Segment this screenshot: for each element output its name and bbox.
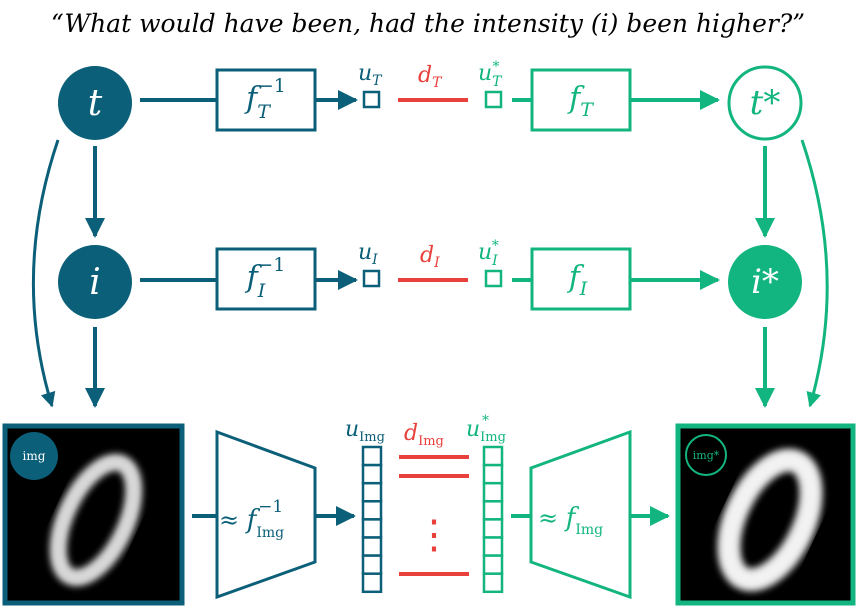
label-f-Img: ≈ fImg bbox=[538, 503, 603, 538]
node-t-label: t bbox=[88, 83, 103, 124]
distance-d-Img-label: dImg bbox=[404, 421, 444, 449]
label-f-I-inv: fI−1 bbox=[245, 254, 286, 302]
noise-u-Img-star-vector bbox=[482, 445, 504, 594]
edge-tstar-to-imgstar-curve bbox=[800, 139, 829, 408]
u-img-cell bbox=[361, 518, 383, 539]
u-img-star-cell bbox=[482, 481, 504, 503]
decoder-trapezoid bbox=[529, 429, 632, 600]
noise-u-T-label: uT bbox=[358, 61, 383, 89]
u-img-cell bbox=[361, 572, 383, 594]
edge-t-to-img-curve bbox=[31, 139, 60, 408]
u-img-cell bbox=[361, 481, 383, 503]
noise-u-T-star-box bbox=[484, 90, 503, 109]
img-star-badge bbox=[685, 434, 727, 476]
node-t-star-label: t* bbox=[750, 83, 781, 123]
digit-zero-image-counterfactual bbox=[716, 448, 824, 592]
row-t: t fT−1 uT dT uT* fT t* bbox=[58, 59, 803, 141]
row-i: i fI−1 uI dI uI* fI i* bbox=[58, 238, 802, 319]
node-i bbox=[58, 245, 132, 319]
image-row: img ≈ fImg−1 uImg dImg ⋮ uImg* ≈ fImg bbox=[2, 413, 856, 606]
u-img-star-cell bbox=[482, 572, 504, 594]
u-img-star-cell bbox=[482, 500, 504, 521]
box-f-I-inv bbox=[215, 247, 317, 311]
u-img-star-cell bbox=[482, 554, 504, 575]
node-t-star bbox=[727, 65, 803, 141]
u-img-cell bbox=[361, 445, 383, 467]
node-i-star-label: i* bbox=[751, 262, 779, 302]
u-img-star-cell bbox=[482, 463, 504, 485]
img-star-badge-label: img* bbox=[693, 449, 720, 462]
u-img-star-cell bbox=[482, 518, 504, 539]
diagram-title: “What would have been, had the intensity… bbox=[51, 9, 805, 38]
noise-u-Img-vector bbox=[361, 445, 383, 594]
u-img-cell bbox=[361, 554, 383, 575]
node-i-label: i bbox=[89, 262, 101, 303]
u-img-cell bbox=[361, 536, 383, 557]
label-f-Img-inv: ≈ fImg−1 bbox=[219, 497, 284, 541]
img-badge bbox=[10, 432, 58, 480]
distance-d-T-label: dT bbox=[418, 63, 443, 91]
img-badge-label: img bbox=[23, 449, 46, 463]
noise-u-Img-label: uImg bbox=[345, 417, 385, 445]
noise-u-I-box bbox=[362, 269, 381, 288]
u-img-cell bbox=[361, 500, 383, 521]
encoder-trapezoid bbox=[215, 429, 317, 600]
noise-u-T-box bbox=[362, 90, 381, 109]
noise-u-I-star-box bbox=[484, 269, 503, 288]
node-i-star bbox=[728, 245, 802, 319]
noise-u-I-label: uI bbox=[358, 240, 378, 268]
box-f-I bbox=[530, 247, 632, 311]
u-img-cell bbox=[361, 463, 383, 485]
u-img-star-cell bbox=[482, 536, 504, 557]
distance-ellipsis: ⋮ bbox=[414, 512, 454, 558]
label-f-T-inv: fT−1 bbox=[244, 75, 286, 123]
noise-u-I-star-label: uI* bbox=[478, 238, 499, 269]
node-t bbox=[58, 66, 132, 140]
noise-u-Img-star-label: uImg* bbox=[466, 413, 506, 445]
u-img-star-cell bbox=[482, 445, 504, 467]
noise-u-T-star-label: uT* bbox=[478, 59, 503, 90]
box-f-T bbox=[530, 68, 632, 132]
digit-zero-image bbox=[49, 453, 143, 587]
causal-edges bbox=[31, 139, 829, 408]
distance-d-I-label: dI bbox=[420, 243, 440, 271]
